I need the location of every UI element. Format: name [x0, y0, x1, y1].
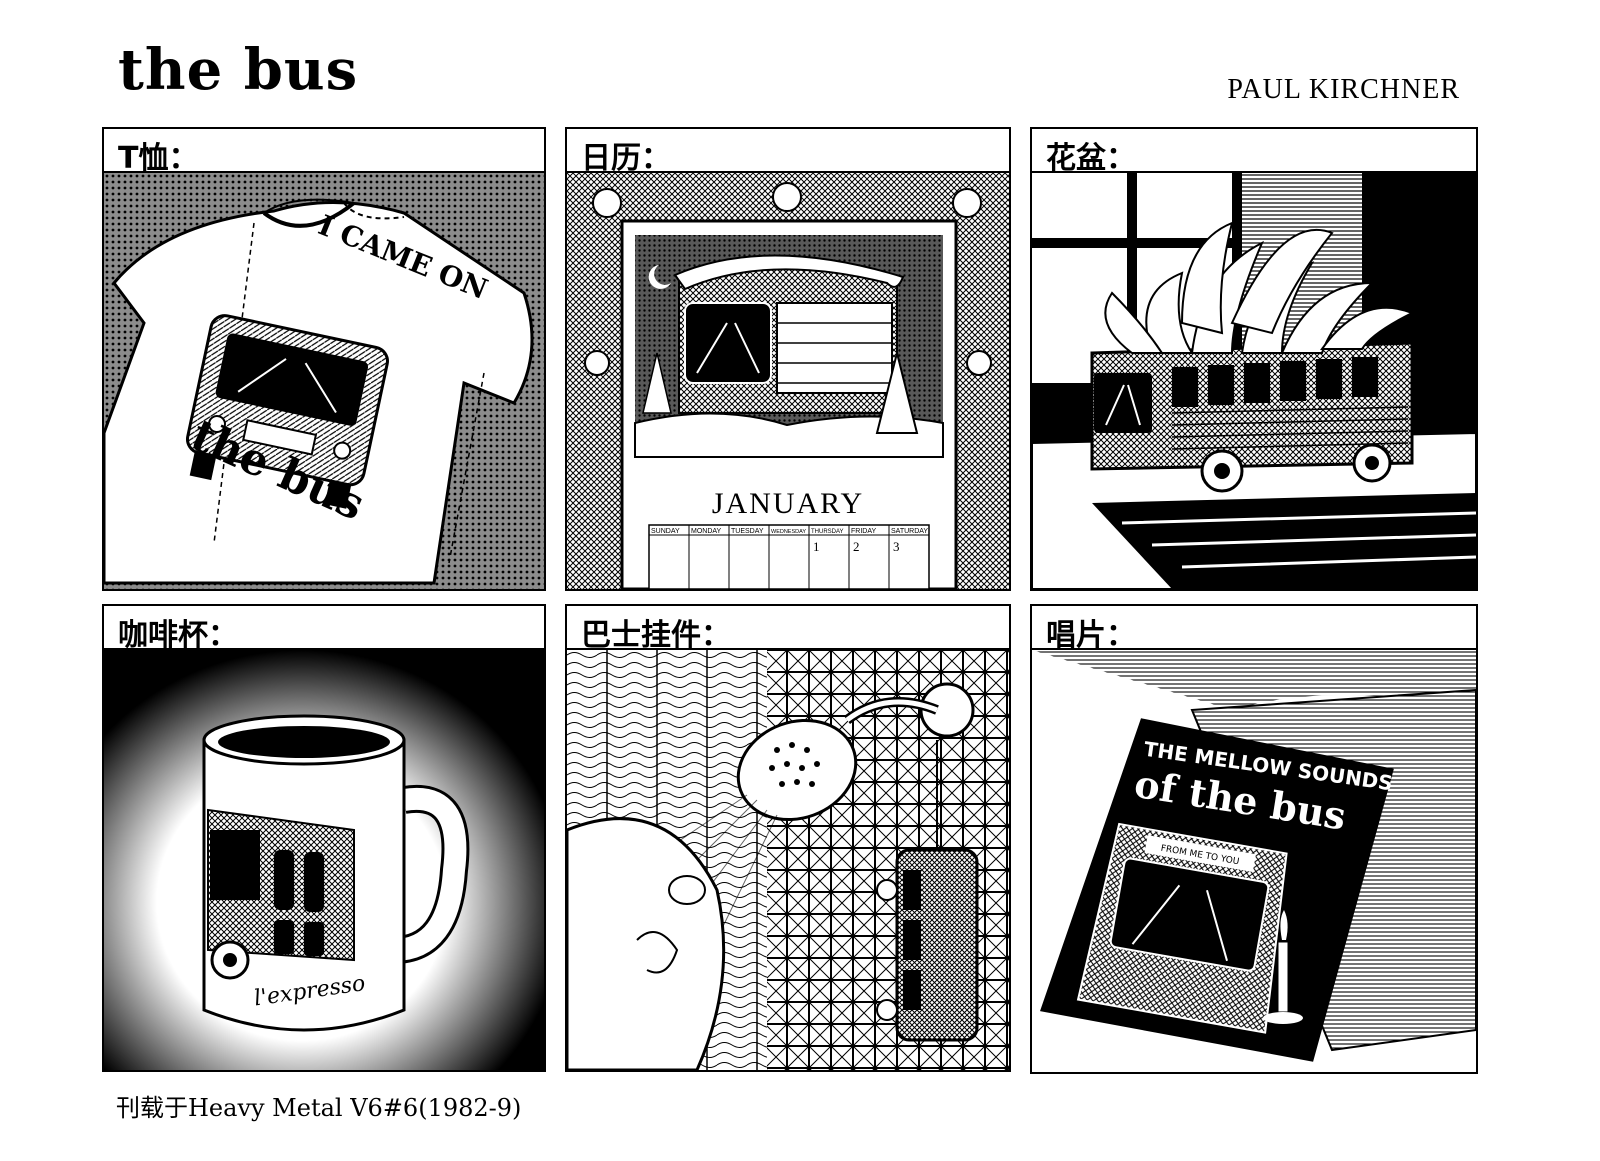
date-1: 1 — [813, 539, 820, 554]
panel-caption: 花盆： — [1032, 129, 1476, 176]
weekday-monday: MONDAY — [691, 528, 722, 535]
ornament-drawing — [567, 650, 1009, 1070]
weekday-friday: FRIDAY — [851, 528, 876, 535]
publication-credit: 刊载于Heavy Metal V6#6(1982-9) — [116, 1094, 522, 1122]
panel-tshirt: T恤： — [102, 127, 546, 591]
weekday-thursday: THURSDAY — [811, 529, 844, 535]
weekday-saturday: SATURDAY — [891, 528, 928, 535]
panel-caption: 咖啡杯： — [104, 606, 544, 653]
record-illustration: THE MELLOW SOUNDS of the bus FROM ME TO … — [1032, 650, 1476, 1072]
panel-caption: T恤： — [104, 129, 544, 176]
panel-planter: 花盆： — [1030, 127, 1478, 591]
panel-caption: 巴士挂件： — [567, 606, 1009, 653]
tshirt-drawing: I CAME ON the bus — [104, 173, 544, 589]
author-name: PAUL KIRCHNER — [1227, 74, 1460, 105]
record-drawing: THE MELLOW SOUNDS of the bus FROM ME TO … — [1032, 650, 1476, 1072]
panel-calendar: 日历： — [565, 127, 1011, 591]
date-2: 2 — [853, 539, 860, 554]
mug-drawing: l'expresso — [104, 650, 544, 1070]
weekday-wednesday: WEDNESDAY — [771, 529, 806, 535]
panel-caption: 日历： — [567, 129, 1009, 176]
weekday-sunday: SUNDAY — [651, 528, 680, 535]
date-3: 3 — [893, 539, 900, 554]
comic-title: the bus — [118, 37, 359, 103]
tshirt-illustration: I CAME ON the bus — [104, 173, 544, 589]
calendar-month: JANUARY — [712, 487, 864, 520]
mug-illustration: l'expresso — [104, 650, 544, 1070]
panel-ornament: 巴士挂件： — [565, 604, 1011, 1072]
calendar-illustration: JANUARY SUNDAY MONDAY TUESDAY WEDNESDAY … — [567, 173, 1009, 589]
planter-illustration — [1032, 173, 1476, 589]
ornament-illustration — [567, 650, 1009, 1070]
weekday-tuesday: TUESDAY — [731, 528, 764, 535]
panel-caption: 唱片： — [1032, 606, 1476, 653]
panel-mug: 咖啡杯： — [102, 604, 546, 1072]
planter-drawing — [1032, 173, 1476, 589]
panel-record: 唱片： THE MELLOW SOUNDS of the bus FROM ME… — [1030, 604, 1478, 1074]
calendar-drawing: JANUARY SUNDAY MONDAY TUESDAY WEDNESDAY … — [567, 173, 1009, 589]
